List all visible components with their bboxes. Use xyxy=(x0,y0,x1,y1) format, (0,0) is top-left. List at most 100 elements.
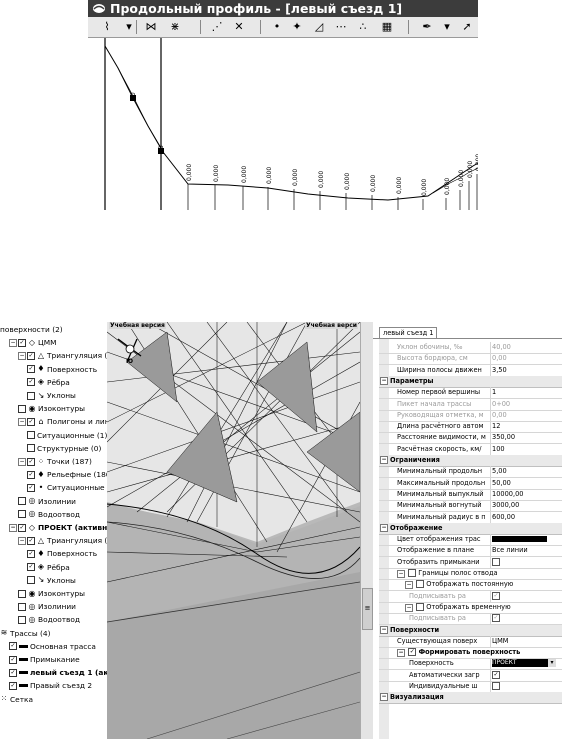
property-value[interactable]: 10000,00 xyxy=(490,488,562,500)
tree-checkbox[interactable]: ✓ xyxy=(27,457,35,466)
tree-checkbox[interactable]: ✓ xyxy=(18,523,26,532)
property-subgroup[interactable]: − Отображать постоянную xyxy=(379,579,562,592)
grid-icon[interactable]: ▦ xyxy=(381,20,393,33)
tree-node[interactable]: ≋Трассы (4) xyxy=(0,628,51,639)
tree-checkbox[interactable]: ✓ xyxy=(18,338,26,347)
property-checkbox-cell[interactable] xyxy=(490,556,562,568)
tree-expander-icon[interactable]: − xyxy=(18,351,26,360)
tree-expander-icon[interactable]: − xyxy=(18,457,26,466)
plan-vertical-scrollbar[interactable]: ≡ xyxy=(360,322,373,739)
property-section[interactable]: −Поверхности xyxy=(379,624,562,637)
tree-node[interactable]: Ситуационные (1) xyxy=(27,430,107,441)
tree-node[interactable]: −✓◇ЦММ xyxy=(9,337,57,348)
tree-node[interactable]: −✓◇ПРОЕКТ (активный) xyxy=(9,522,107,533)
tree-node[interactable]: ✓♦Рельефные (186) xyxy=(27,469,107,480)
property-value[interactable]: 3000,00 xyxy=(490,500,562,512)
subgroup-checkbox[interactable] xyxy=(416,580,425,589)
tree-node[interactable]: ✓•Ситуационные (1) xyxy=(27,482,107,493)
tree-node[interactable]: ✓Основная трасса xyxy=(9,641,96,652)
vertex-delete-icon[interactable]: ⋇ xyxy=(170,20,180,33)
tree-node[interactable]: ✓левый съезд 1 (актив xyxy=(9,667,107,678)
subgroup-collapse-icon[interactable]: − xyxy=(405,603,413,612)
property-row[interactable]: Цвет отображения трас xyxy=(379,534,562,547)
tree-expander-icon[interactable]: − xyxy=(9,338,17,347)
property-checkbox-cell[interactable]: ✓ xyxy=(490,669,562,681)
property-section[interactable]: −Визуализация xyxy=(379,692,562,705)
property-checkbox[interactable]: ✓ xyxy=(492,591,500,600)
pen-tool-icon[interactable]: ✒ xyxy=(422,20,432,33)
tree-checkbox[interactable] xyxy=(18,497,26,506)
property-value[interactable]: 50,00 xyxy=(490,477,562,489)
slope-icon[interactable]: ◿ xyxy=(314,20,324,33)
point-icon[interactable]: • xyxy=(273,20,281,33)
tree-node[interactable]: ✓♦Поверхность xyxy=(27,548,97,559)
subgroup-checkbox[interactable]: ✓ xyxy=(408,648,417,657)
tree-node[interactable]: ↘Уклоны xyxy=(27,575,76,586)
tree-checkbox[interactable] xyxy=(27,444,35,453)
property-checkbox[interactable] xyxy=(492,682,500,690)
tree-node[interactable]: −✓⁘Точки (187) xyxy=(18,456,92,467)
tree-checkbox[interactable] xyxy=(18,589,26,598)
property-value[interactable]: 0,00 xyxy=(490,409,562,421)
polyline-tool-icon[interactable]: ⌇ xyxy=(104,20,110,33)
plan-view[interactable]: Учебная версия Учебная верси Ю xyxy=(107,322,360,739)
vertex-move-icon[interactable]: ⋰ xyxy=(211,20,223,33)
tab-route-properties[interactable]: левый съезд 1 xyxy=(379,327,438,339)
dropdown-arrow-icon[interactable]: ▾ xyxy=(126,20,132,33)
tree-node[interactable]: −✓△Триангуляция (1037) xyxy=(18,535,107,546)
tree-checkbox[interactable] xyxy=(27,576,35,585)
property-checkbox[interactable]: ✓ xyxy=(492,614,500,623)
property-section[interactable]: −Ограничения xyxy=(379,455,562,467)
tree-checkbox[interactable]: ✓ xyxy=(27,417,35,426)
property-subgroup[interactable]: − Границы полос отвода xyxy=(379,568,562,580)
property-value[interactable]: 1 xyxy=(490,387,562,399)
property-value[interactable]: Все линии xyxy=(490,545,562,557)
property-checkbox-cell[interactable]: ✓ xyxy=(490,613,562,625)
subgroup-collapse-icon[interactable]: − xyxy=(397,649,405,658)
dots-icon[interactable]: ∴ xyxy=(359,20,367,33)
section-collapse-icon[interactable]: − xyxy=(380,625,388,634)
tree-node[interactable]: ↘Уклоны xyxy=(27,390,76,401)
property-row[interactable]: Расчётная скорость, км/100 xyxy=(379,443,562,456)
tree-checkbox[interactable]: ✓ xyxy=(27,378,35,387)
property-subgroup[interactable]: − Отображать временную xyxy=(379,602,562,614)
property-row[interactable]: Подписывать ра✓ xyxy=(379,613,562,626)
tree-checkbox[interactable]: ✓ xyxy=(9,642,17,651)
dropdown-arrow-icon[interactable]: ▾ xyxy=(444,20,450,33)
tree-checkbox[interactable]: ✓ xyxy=(9,681,17,690)
tree-node[interactable]: Структурные (0) xyxy=(27,443,101,454)
route-color-box[interactable] xyxy=(492,536,547,543)
tree-checkbox[interactable] xyxy=(18,510,26,519)
property-value[interactable]: 600,00 xyxy=(490,511,562,523)
tree-checkbox[interactable]: ✓ xyxy=(9,668,17,677)
vertex-marker[interactable] xyxy=(130,95,136,101)
tree-node[interactable]: поверхности (2) xyxy=(0,324,63,335)
property-row[interactable]: Отобразить примыкани xyxy=(379,556,562,569)
tree-node[interactable]: ◎Изолинии xyxy=(18,496,76,507)
property-value[interactable]: 0+00 xyxy=(490,398,562,410)
subgroup-checkbox[interactable] xyxy=(408,569,417,577)
tree-node[interactable]: ◉Изоконтуры xyxy=(18,588,85,599)
vertex-remove-icon[interactable]: ✕ xyxy=(234,20,244,33)
property-checkbox[interactable]: ✓ xyxy=(492,670,500,679)
tree-expander-icon[interactable]: − xyxy=(9,523,17,532)
property-value[interactable]: 5,00 xyxy=(490,466,562,478)
arrow-tool-icon[interactable]: ➚ xyxy=(462,20,472,33)
subgroup-collapse-icon[interactable]: − xyxy=(397,570,405,578)
tree-checkbox[interactable]: ✓ xyxy=(27,365,35,374)
property-value[interactable]: 40,00 xyxy=(490,342,562,353)
tree-checkbox[interactable]: ✓ xyxy=(27,536,35,545)
tree-expander-icon[interactable]: − xyxy=(18,417,26,426)
chainage-icon[interactable]: ⋯ xyxy=(335,20,347,33)
tree-node[interactable]: ✓♦Поверхность xyxy=(27,364,97,375)
property-checkbox-cell[interactable] xyxy=(490,681,562,692)
surface-dropdown[interactable]: ПРОЕКТ▾ xyxy=(492,659,556,668)
